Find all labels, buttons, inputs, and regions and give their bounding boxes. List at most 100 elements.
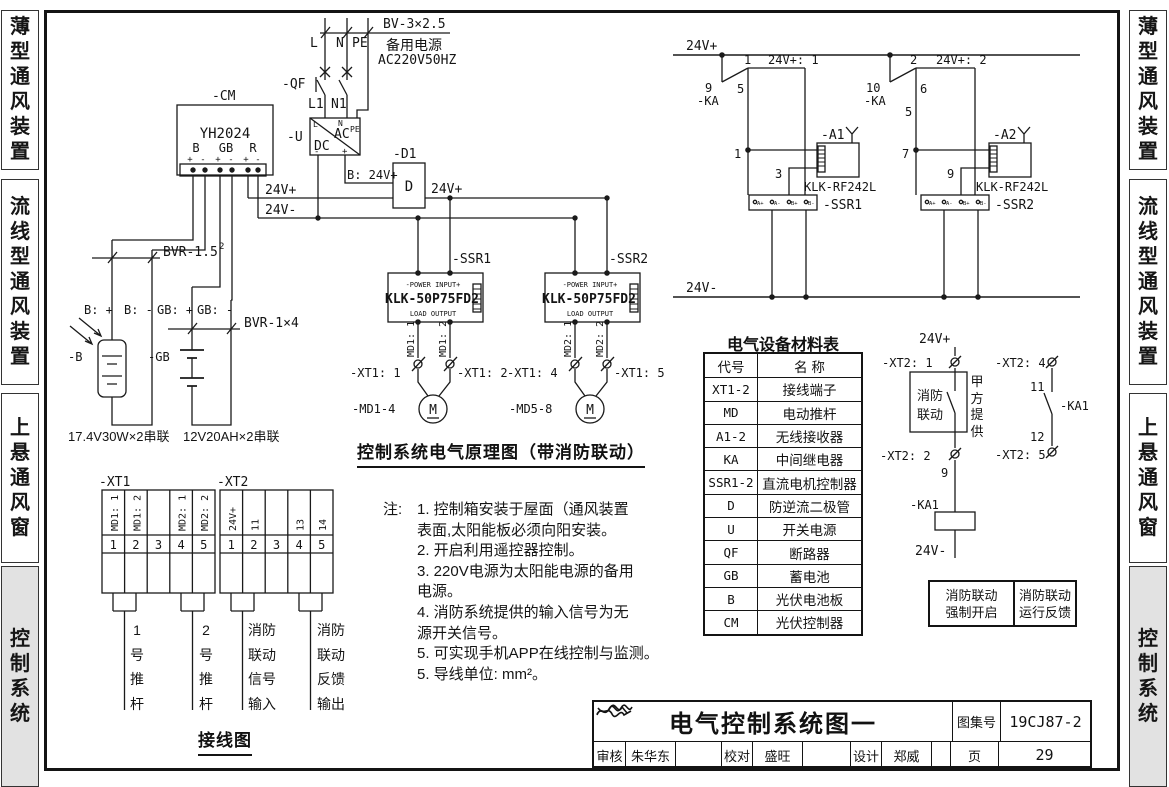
code-cell: QF [705, 541, 758, 564]
notes-block: 注: 1. 控制箱安装于屋面（通风装置 表面,太阳能板必须向阳安装。 2. 开启… [383, 500, 715, 685]
rf1-wire-no: 1 [744, 53, 751, 67]
title-block-row1: 电气控制系统图一 图集号 19CJ87-2 [594, 702, 1090, 742]
sidebar-left-tophung-window: 上悬通风窗 [1, 393, 39, 563]
switching-power-supply-box [309, 117, 393, 218]
sidebar-right-tophung-window: 上悬通风窗 [1129, 393, 1167, 563]
backup-rating-label: AC220V50HZ [378, 53, 456, 68]
code-cell: B [705, 587, 758, 611]
ssr1-model-label: KLK-50P75FD2 [385, 292, 479, 307]
terminal-block-xt2 [219, 489, 334, 594]
sidebar-label: 薄型通风装置 [10, 16, 30, 163]
fire-box-line2: 联动 [917, 407, 943, 422]
phase-n-label: N [336, 36, 344, 51]
cm-sign: + [187, 155, 193, 165]
xt1-num: 5 [200, 538, 207, 552]
rf2-stub-label: 9 [947, 167, 954, 181]
note-line: 2. 开启利用遥控器控制。 [417, 542, 584, 560]
rf1-term-am: A- [774, 201, 781, 207]
name-cell: 无线接收器 [775, 430, 844, 446]
fire-caption-boxes: 消防联动 强制开启 消防联动 运行反馈 [928, 580, 1077, 627]
cm-sign: - [255, 155, 260, 165]
cm-r-label: R [249, 141, 257, 155]
psu-dc-label: DC [314, 139, 330, 154]
rf2-model-label: KLK-RF242L [976, 180, 1048, 194]
psu-plus-label: + [342, 147, 348, 157]
psu-pe-pin-label: PE [350, 125, 360, 134]
cm-sign: + [215, 155, 221, 165]
rf2-ka-label: -KA [864, 94, 886, 108]
fire-n9-label: 9 [941, 466, 948, 480]
name-cell: 接线端子 [782, 383, 837, 399]
note-line: 4. 消防系统提供的输入信号为无 [417, 603, 629, 621]
name-cell: 开关电源 [782, 523, 837, 539]
proof-name: 盛旺 [752, 742, 802, 768]
bus-24vp-label: 24V+ [265, 183, 296, 198]
xt2-num: 4 [295, 538, 302, 552]
sidebar-label: 控制系统 [10, 627, 30, 725]
owner-provided-label: 甲方提供 [970, 374, 984, 439]
connector4-label: 消防联动反馈输出 [317, 622, 345, 712]
review-signature [596, 704, 721, 768]
pv-bm-label: B: - [124, 303, 153, 317]
xt2-col5-label: 14 [318, 519, 329, 531]
rf1-ka-label: -KA [697, 94, 719, 108]
note-line: 5. 可实现手机APP在线控制与监测。 [417, 645, 659, 663]
fire-ka1-contact-label: -KA1 [1060, 399, 1089, 413]
note-line: 表面,太阳能板必须向阳安装。 [417, 521, 617, 539]
cm-wires [112, 176, 233, 301]
sidebar-label: 控制系统 [1138, 627, 1158, 725]
pv-capacity-label: 17.4V30W×2串联 [68, 429, 170, 444]
fire-xt21-label: -XT2: 1 [882, 356, 933, 370]
table-row: U 开关电源 [705, 517, 861, 541]
motor1-ref-label: -MD1-4 [352, 402, 395, 416]
fire-force-open-box: 消防联动 强制开启 [930, 582, 1015, 625]
materials-header-name: 名 称 [794, 359, 825, 375]
motor2-ref-label: -MD5-8 [509, 402, 552, 416]
xt1-4-label: -XT1: 4 [507, 366, 558, 380]
xt1-num: 2 [132, 538, 139, 552]
fire-feedback-line2: 运行反馈 [1018, 604, 1071, 620]
note-line: 电源。 [417, 583, 463, 601]
ssr1-out1-label: MD1: 1 [406, 321, 417, 357]
table-row: QF 断路器 [705, 540, 861, 564]
drawing-frame [44, 10, 1120, 771]
materials-header-row: 代号 名 称 [705, 354, 861, 378]
xt2-num: 5 [318, 538, 325, 552]
connector2-label: 2号推杆 [199, 622, 213, 712]
rf2-pin6: 6 [920, 82, 927, 96]
rf-bus-dots [719, 52, 981, 300]
rf1-term-bm: B- [808, 201, 815, 207]
sidebar-label: 流线型通风装置 [1138, 195, 1158, 368]
xt1-5-label: -XT1: 5 [614, 366, 665, 380]
motor2-symbol [575, 394, 605, 424]
rf1-model-label: KLK-RF242L [804, 180, 876, 194]
diode-letter: D [405, 179, 413, 195]
ssr1-module-box [387, 272, 484, 323]
ssr1-output-wires [411, 322, 458, 397]
xt2-col2-label: 11 [250, 519, 261, 531]
ssr2-out2-label: MD2: 2 [595, 321, 606, 357]
code-cell: SSR1-2 [705, 471, 758, 494]
rf2-seg-label: 5 [905, 105, 912, 119]
code-cell: U [705, 518, 758, 541]
xt1-col2-label: MD1: 2 [132, 495, 143, 531]
drawing-title: 电气控制系统图一 [669, 711, 877, 738]
cm-b-label: B [192, 141, 199, 155]
ssr1-power-label: -POWER INPUT+ [406, 281, 461, 289]
wire1-spec-label: BVR-1.5 [163, 245, 218, 260]
rf2-pin10: 10 [866, 81, 880, 95]
rf1-wire-name: 24V+: 1 [768, 53, 819, 67]
fire-n11-label: 11 [1030, 380, 1044, 394]
rf2-term-am: A- [946, 201, 953, 207]
name-cell: 断路器 [789, 546, 830, 562]
cm-sign: - [228, 155, 233, 165]
ssr2-power-label: -POWER INPUT+ [563, 281, 618, 289]
n1-label: N1 [331, 97, 347, 112]
notes-prefix: 注: [383, 501, 403, 518]
sidebar-label: 上悬通风窗 [10, 416, 30, 539]
